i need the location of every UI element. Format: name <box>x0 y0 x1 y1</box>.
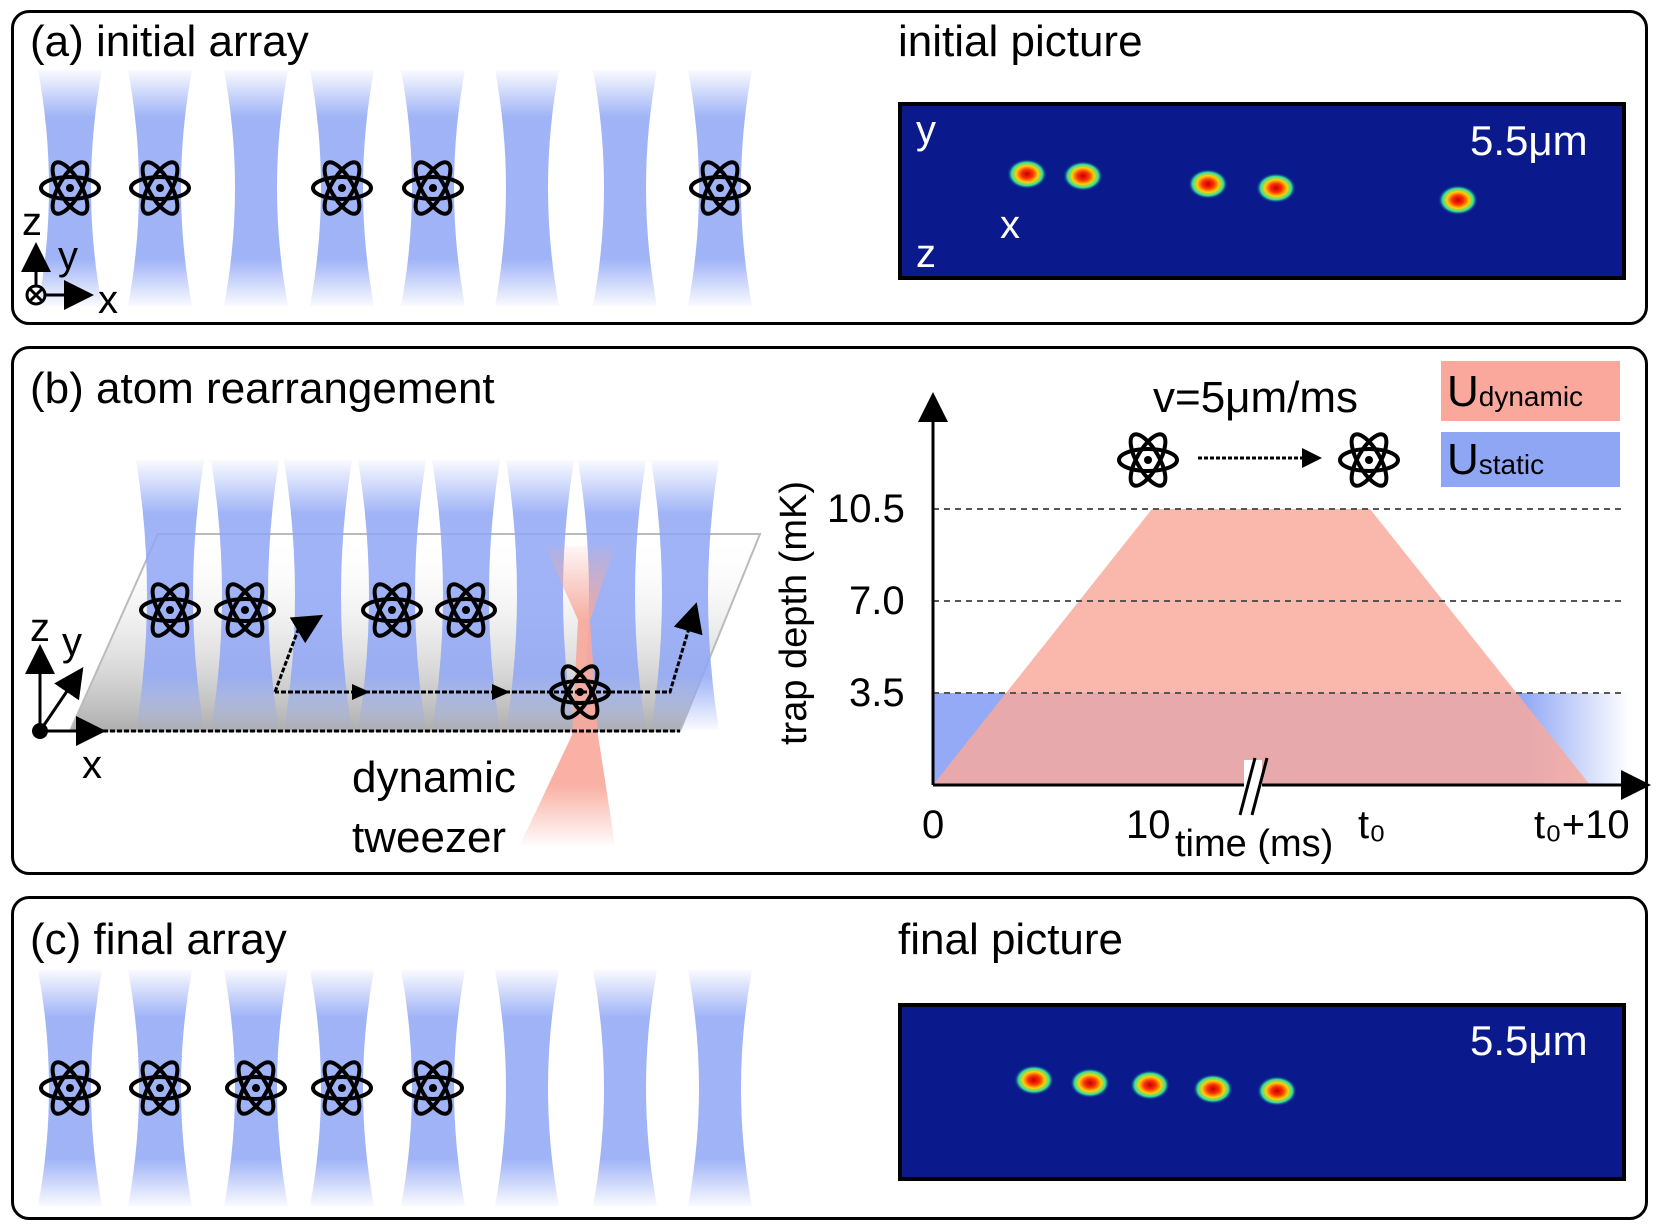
scale-label-c: 5.5μm <box>1470 1017 1588 1064</box>
initial-trap-3 <box>224 70 288 306</box>
axis-break <box>1238 757 1269 816</box>
atom-fluorescence-spot <box>1014 1065 1054 1095</box>
y-tick-label: 7.0 <box>849 579 905 623</box>
rearrange-trap-1 <box>136 460 204 730</box>
legend-static-swatch <box>1441 432 1620 487</box>
legend-dynamic-label: Udynamic <box>1447 367 1584 416</box>
beam-axes-a <box>21 242 94 310</box>
final-trap-6 <box>495 970 559 1206</box>
atom-fluorescence-spot <box>1256 173 1296 203</box>
final-fluorescence-spots <box>1014 1065 1297 1106</box>
panel-b-title: (b) atom rearrangement <box>30 364 495 413</box>
velocity-label: v=5μm/ms <box>1153 373 1359 422</box>
beam-axis-y: y <box>58 234 78 278</box>
atom-fluorescence-spot <box>1193 1074 1233 1104</box>
initial-camera-image <box>898 102 1626 280</box>
rearrangement-scene <box>25 460 762 845</box>
y-tick-label: 3.5 <box>849 671 905 715</box>
scene-axes <box>25 644 106 746</box>
x-tick-label: t₀+10 <box>1534 803 1630 847</box>
velocity-illustration <box>1117 427 1400 493</box>
camera-axis-y: y <box>916 108 936 152</box>
tweezer-label-line2: tweezer <box>352 813 507 862</box>
final-picture-title: final picture <box>898 915 1124 964</box>
initial-fluorescence-spots <box>1007 159 1478 215</box>
initial-trap-6 <box>495 70 559 306</box>
atom-fluorescence-spot <box>1188 169 1228 199</box>
scene-axis-x: x <box>82 743 102 787</box>
x-tick-label: 0 <box>922 803 945 847</box>
atom-fluorescence-spot <box>1007 159 1047 189</box>
atom-fluorescence-spot <box>1063 161 1103 191</box>
rearrange-trap-4 <box>358 460 426 730</box>
panel-a-title: (a) initial array <box>30 17 309 66</box>
legend-dynamic-swatch <box>1441 361 1620 421</box>
y-tick-label: 10.5 <box>827 487 905 531</box>
rearrange-trap-3 <box>284 460 352 730</box>
initial-picture-title: initial picture <box>898 17 1143 66</box>
rearrange-trap-7 <box>578 460 646 730</box>
x-tick-label: 10 <box>1126 803 1171 847</box>
rearrange-trap-6 <box>506 460 574 730</box>
x-tick-label: t₀ <box>1358 803 1386 847</box>
tweezer-label-line1: dynamic <box>352 753 516 802</box>
chart-x-label: time (ms) <box>1175 823 1334 865</box>
panel-initial-array <box>11 10 1648 325</box>
rearrange-trap-8 <box>651 460 719 730</box>
rearrange-trap-5 <box>432 460 500 730</box>
atom-fluorescence-spot <box>1130 1070 1170 1100</box>
dynamic-area <box>933 509 1590 785</box>
scene-axis-y: y <box>62 620 82 664</box>
atom-fluorescence-spot <box>1257 1076 1297 1106</box>
rearrange-trap-2 <box>211 460 279 730</box>
beam-axis-z: z <box>22 200 42 244</box>
final-trap-8 <box>688 970 752 1206</box>
final-camera-image <box>898 1003 1626 1181</box>
tweezer-path <box>40 602 703 733</box>
initial-trap-7 <box>593 70 657 306</box>
legend-static-label: Ustatic <box>1447 435 1545 484</box>
atom-fluorescence-spot <box>1070 1068 1110 1098</box>
panel-c-title: (c) final array <box>30 915 287 964</box>
panel-atom-rearrangement <box>11 346 1648 875</box>
beam-axis-x: x <box>98 278 118 322</box>
panel-final-array <box>11 896 1648 1220</box>
trap-depth-chart <box>918 361 1651 816</box>
dynamic-tweezer-beam <box>520 546 615 845</box>
scene-axis-z: z <box>30 606 50 650</box>
camera-axis-z: z <box>916 232 936 276</box>
atom-fluorescence-spot <box>1438 185 1478 215</box>
camera-axis-x: x <box>1000 203 1020 247</box>
scale-label-a: 5.5μm <box>1470 117 1588 164</box>
final-trap-7 <box>593 970 657 1206</box>
